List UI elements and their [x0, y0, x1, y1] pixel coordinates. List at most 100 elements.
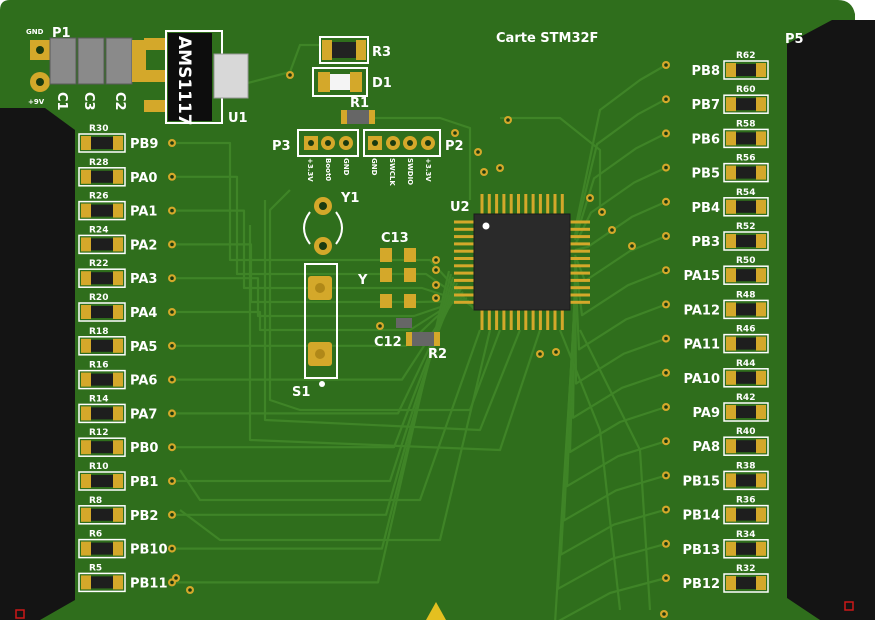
s1-label: S1 [292, 385, 310, 400]
p5-label: P5 [785, 32, 804, 47]
left-pin-label: PB10 [130, 543, 168, 558]
copper-traces [176, 43, 667, 620]
via [628, 242, 636, 250]
s1-hole-top [315, 283, 325, 293]
right-pin-label: PA12 [684, 303, 721, 318]
r3-pad-right [356, 40, 366, 60]
c2-label: C2 [112, 92, 127, 111]
right-pin-label: PB6 [692, 132, 720, 147]
right-pin-label: PB3 [692, 235, 720, 250]
via [662, 129, 670, 138]
left-resistor-ref: R14 [89, 394, 108, 404]
d1-label: D1 [372, 76, 392, 91]
via [432, 281, 440, 289]
right-pin-label: PA10 [684, 372, 721, 387]
via [168, 544, 176, 553]
via [432, 294, 440, 302]
right-pin-label: PA15 [684, 269, 721, 284]
via [496, 164, 504, 172]
y-label: Y [357, 273, 368, 288]
r2-body [410, 332, 436, 346]
right-pin-label: PB12 [682, 577, 720, 592]
u1-tab [213, 53, 249, 99]
u2-mcu-pins [454, 194, 590, 330]
r1-body [345, 110, 371, 124]
left-resistor-ref: R26 [89, 192, 108, 202]
left-pin-label: PA5 [130, 340, 157, 355]
left-pin-label: PA2 [130, 238, 157, 253]
r1-pad-right [369, 110, 375, 124]
right-resistor-ref: R38 [736, 461, 755, 471]
left-resistor-ref: R28 [89, 158, 108, 168]
right-pin-label: PA8 [693, 440, 720, 455]
via [168, 172, 176, 181]
r3-pad-left [322, 40, 332, 60]
right-pin-header-p5 [787, 20, 875, 620]
p3-pin3-label: GND [342, 158, 350, 176]
u1-pin-3 [144, 100, 166, 112]
p2-pin1-label: GND [370, 158, 378, 176]
via [168, 409, 176, 418]
crystal-y-smd [380, 248, 416, 308]
right-resistor-ref: R46 [736, 325, 755, 335]
left-pin-label: PB2 [130, 509, 158, 524]
p1-vin-label: +9V [28, 98, 45, 106]
board-title: Carte STM32F [496, 31, 598, 46]
p2-outline [363, 129, 441, 157]
y1-outline-right [335, 211, 343, 245]
right-pin-label: PB14 [682, 509, 720, 524]
via [662, 334, 670, 343]
d1-outline [312, 67, 368, 97]
right-resistor-ref: R44 [736, 359, 755, 369]
via [504, 116, 512, 124]
right-pin-label: PA11 [684, 338, 721, 353]
p2-label: P2 [445, 139, 464, 154]
via [662, 300, 670, 309]
right-pin-label: PB7 [692, 98, 720, 113]
y1-outline-left [303, 211, 311, 245]
via [168, 139, 176, 147]
left-resistor-ref: R10 [89, 462, 108, 472]
via [168, 510, 176, 519]
via [168, 308, 176, 316]
y1-hole-1 [319, 202, 327, 210]
c12-body [396, 318, 412, 328]
u2-label: U2 [450, 200, 470, 215]
s1-outline [304, 263, 338, 379]
r2-pad-left [406, 332, 412, 346]
c13-label: C13 [381, 231, 409, 246]
left-pin-label: PA0 [130, 171, 157, 186]
right-resistor-ref: R56 [736, 154, 755, 164]
p1-gnd-label: GND [26, 28, 44, 36]
left-resistor-ref: R6 [89, 530, 102, 540]
p2-pin3-label: SWDIO [406, 158, 414, 185]
right-resistor-ref: R58 [736, 119, 755, 129]
y1-hole-2 [319, 242, 327, 250]
r1-label: R1 [350, 96, 369, 111]
capacitor-c1 [49, 37, 77, 85]
p3-label: P3 [272, 139, 291, 154]
right-resistor-ref: R36 [736, 496, 755, 506]
p3-pins [304, 136, 353, 150]
u2-mcu-body [473, 213, 571, 311]
d1-pad-left [318, 72, 330, 92]
origin-triangle-marker [426, 602, 446, 620]
right-pin-label: PB15 [682, 474, 720, 489]
left-resistor-column: R30PB9R28PA0R26PA1R24PA2R22PA3R20PA4R18P… [78, 124, 168, 593]
via [662, 163, 670, 172]
d1-pad-right [350, 72, 362, 92]
